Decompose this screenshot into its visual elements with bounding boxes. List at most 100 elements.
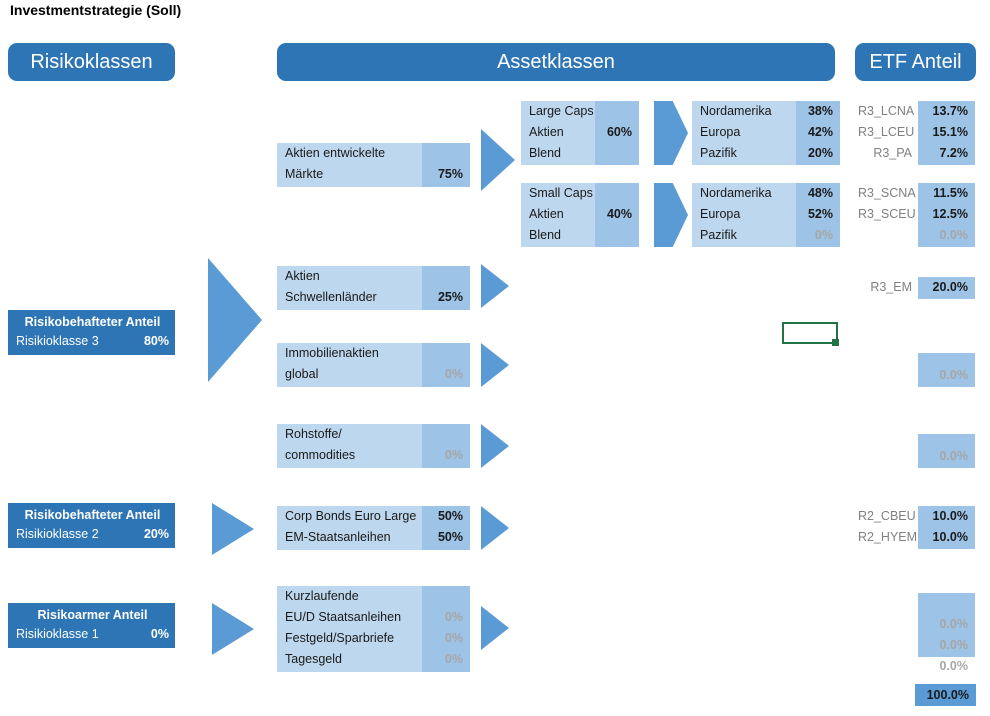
etf-group-real-estate[interactable]: 0.0% (858, 353, 976, 387)
etf-group-cash[interactable]: 0.0% 0.0% 0.0% (858, 593, 976, 673)
etf-group-large-caps[interactable]: R3_LCNA R3_LCEU R3_PA 13.7% 15.1% 7.2% (858, 101, 976, 165)
etf-cash-value1: 0.0% (939, 617, 969, 631)
asset-box-real-estate[interactable]: Immobilienaktien global 0% (277, 343, 470, 387)
caps-small-values: 40% (595, 183, 639, 247)
asset-bonds-values: 50% 50% (422, 506, 470, 550)
etf-bonds-value2: 10.0% (932, 530, 968, 544)
etf-emerging-values: 20.0% (918, 277, 975, 299)
caps-small-value: 40% (606, 207, 632, 221)
asset-cash-line2: EU/D Staatsanleihen (285, 610, 402, 624)
risk-class-2-box[interactable]: Risikobehafteter Anteil Risikioklasse 2 … (8, 503, 175, 548)
cell-fill-handle[interactable] (832, 339, 839, 346)
etf-emerging-value1: 20.0% (932, 280, 968, 294)
asset-bonds-value1: 50% (437, 509, 463, 523)
etf-small-code1: R3_SCNA (858, 186, 916, 200)
etf-total-value: 100.0% (915, 684, 976, 706)
region-small-labels: Nordamerika Europa Pazifik (692, 183, 796, 247)
asset-developed-line2: Märkte (285, 167, 324, 181)
etf-real-estate-values: 0.0% (918, 353, 975, 387)
risk-class-1-title: Risikoarmer Anteil (37, 608, 148, 622)
arrow-right-icon-cash (481, 606, 509, 650)
page-title: Investmentstrategie (Soll) (10, 2, 182, 18)
region-large-row2-value: 42% (807, 125, 833, 139)
etf-commodities-codes (858, 434, 918, 468)
risk-class-3-label: Risikioklasse 3 (16, 334, 99, 348)
region-large-row3-value: 20% (807, 146, 833, 160)
asset-developed-value: 75% (437, 167, 463, 181)
risk-class-1-box[interactable]: Risikoarmer Anteil Risikioklasse 1 0% (8, 603, 175, 648)
asset-cash-value3: 0% (444, 631, 463, 645)
etf-cash-value3: 0.0% (939, 659, 969, 673)
asset-box-emerging-equities[interactable]: Aktien Schwellenländer 25% (277, 266, 470, 310)
header-assetklassen[interactable]: Assetklassen (277, 43, 835, 81)
caps-large-line2: Aktien (529, 125, 564, 139)
arrow-right-icon-commodities (481, 424, 509, 468)
arrow-right-icon-small-caps (654, 183, 688, 247)
region-box-small-caps[interactable]: Nordamerika Europa Pazifik 48% 52% 0% (692, 183, 840, 247)
asset-emerging-line2: Schwellenländer (285, 290, 377, 304)
caps-large-values: 60% (595, 101, 639, 165)
arrow-right-icon-risk3 (208, 258, 262, 382)
region-small-row3-value: 0% (814, 228, 833, 242)
caps-large-line1: Large Caps (529, 104, 594, 118)
risk-class-3-title: Risikobehafteter Anteil (24, 315, 161, 329)
caps-box-small[interactable]: Small Caps Aktien Blend 40% (521, 183, 639, 247)
risk-class-3-box[interactable]: Risikobehafteter Anteil Risikioklasse 3 … (8, 310, 175, 355)
risk-class-1-label: Risikioklasse 1 (16, 627, 99, 641)
asset-developed-line1: Aktien entwickelte (285, 146, 386, 160)
asset-cash-line3: Festgeld/Sparbriefe (285, 631, 395, 645)
risk-class-3-value: 80% (143, 334, 169, 348)
risk-class-2-label: Risikioklasse 2 (16, 527, 99, 541)
risk-class-2-value: 20% (143, 527, 169, 541)
etf-commodities-values: 0.0% (918, 434, 975, 468)
etf-group-small-caps[interactable]: R3_SCNA R3_SCEU 11.5% 12.5% 0.0% (858, 183, 976, 247)
etf-group-commodities[interactable]: 0.0% (858, 434, 976, 468)
asset-box-developed-equities[interactable]: Aktien entwickelte Märkte 75% (277, 143, 470, 187)
etf-emerging-codes: R3_EM (858, 277, 918, 299)
etf-bonds-code1: R2_CBEU (858, 509, 916, 523)
region-small-row1-label: Nordamerika (700, 186, 772, 200)
header-assetklassen-label: Assetklassen (497, 50, 615, 73)
arrow-right-icon-real-estate (481, 343, 509, 387)
asset-bonds-labels: Corp Bonds Euro Large EM-Staatsanleihen (277, 506, 422, 550)
asset-emerging-labels: Aktien Schwellenländer (277, 266, 422, 310)
etf-bonds-codes: R2_CBEU R2_HYEM (858, 506, 918, 549)
asset-commodities-value: 0% (444, 448, 463, 462)
asset-real-estate-line1: Immobilienaktien (285, 346, 379, 360)
etf-small-value3: 0.0% (939, 228, 969, 242)
arrow-right-icon-risk1 (212, 603, 254, 655)
etf-large-values: 13.7% 15.1% 7.2% (918, 101, 975, 165)
etf-commodities-value1: 0.0% (939, 449, 969, 463)
caps-box-large[interactable]: Large Caps Aktien Blend 60% (521, 101, 639, 165)
etf-cash-value2: 0.0% (939, 638, 969, 652)
arrow-right-icon-developed (481, 129, 515, 191)
etf-large-code3: R3_PA (873, 146, 912, 160)
asset-bonds-value2: 50% (437, 530, 463, 544)
cell-selection-rectangle[interactable] (782, 322, 838, 344)
region-large-row3-label: Pazifik (700, 146, 737, 160)
etf-bonds-code2: R2_HYEM (858, 530, 918, 544)
asset-cash-line1: Kurzlaufende (285, 589, 359, 603)
asset-real-estate-line2: global (285, 367, 319, 381)
etf-small-value1: 11.5% (933, 186, 968, 200)
etf-small-codes: R3_SCNA R3_SCEU (858, 183, 918, 247)
etf-large-value1: 13.7% (932, 104, 968, 118)
header-risikoklassen[interactable]: Risikoklassen (8, 43, 175, 81)
etf-group-emerging[interactable]: R3_EM 20.0% (858, 277, 976, 299)
asset-box-bonds[interactable]: Corp Bonds Euro Large EM-Staatsanleihen … (277, 506, 470, 550)
region-small-values: 48% 52% 0% (796, 183, 840, 247)
etf-group-bonds[interactable]: R2_CBEU R2_HYEM 10.0% 10.0% (858, 506, 976, 549)
caps-large-value: 60% (606, 125, 632, 139)
asset-developed-labels: Aktien entwickelte Märkte (277, 143, 422, 187)
asset-bonds-line1: Corp Bonds Euro Large (285, 509, 417, 523)
header-etf-anteil[interactable]: ETF Anteil (855, 43, 976, 81)
asset-box-commodities[interactable]: Rohstoffe/ commodities 0% (277, 424, 470, 468)
caps-large-labels: Large Caps Aktien Blend (521, 101, 595, 165)
etf-emerging-code1: R3_EM (870, 280, 912, 294)
region-box-large-caps[interactable]: Nordamerika Europa Pazifik 38% 42% 20% (692, 101, 840, 165)
caps-small-line1: Small Caps (529, 186, 593, 200)
arrow-right-icon-emerging (481, 264, 509, 308)
asset-box-cash[interactable]: Kurzlaufende EU/D Staatsanleihen Festgel… (277, 586, 470, 672)
etf-large-code2: R3_LCEU (858, 125, 915, 139)
region-small-row2-value: 52% (807, 207, 833, 221)
